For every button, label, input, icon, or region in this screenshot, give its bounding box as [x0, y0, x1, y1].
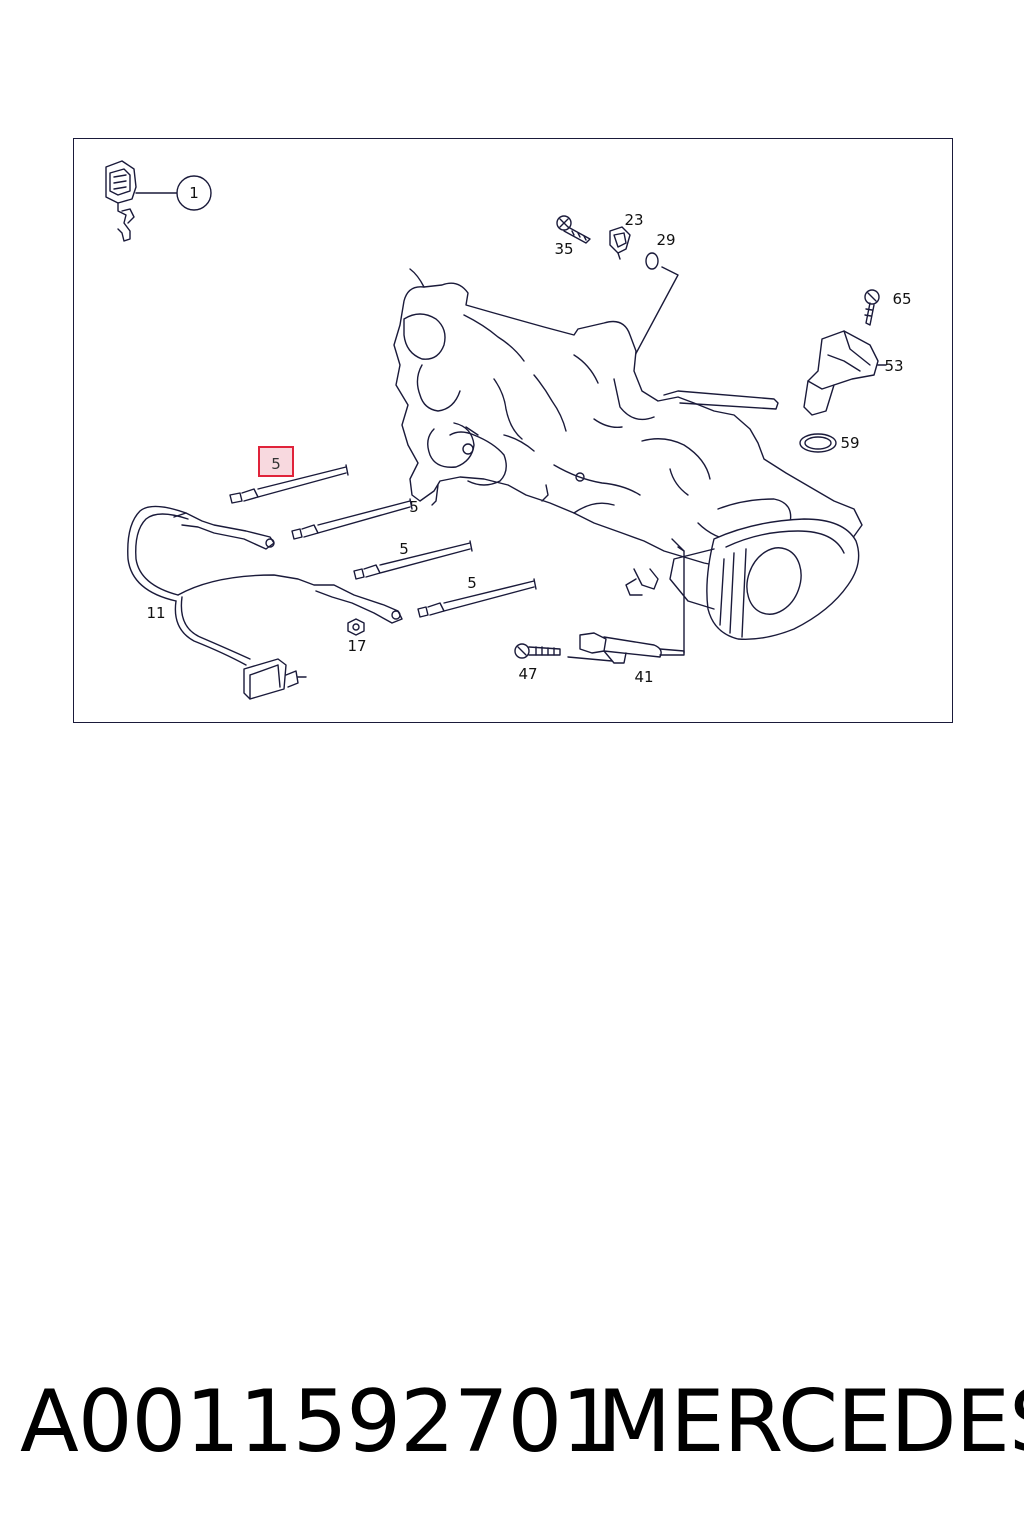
- transmission-bell-drawing: [669, 518, 860, 640]
- callout-17: 17: [347, 637, 366, 655]
- callout-29: 29: [656, 231, 675, 249]
- glow-plug-5a-icon: [229, 464, 349, 504]
- glow-plug-5d-icon: [417, 578, 537, 618]
- glow-plug-5b-icon: [291, 498, 413, 540]
- callout-35: 35: [554, 240, 573, 258]
- bolt-65-icon: [864, 289, 880, 326]
- o-ring-59-icon: [799, 433, 837, 453]
- callout-5d: 5: [467, 574, 477, 592]
- callout-5b: 5: [409, 498, 419, 516]
- engine-parts-drawing: 1 35 23 29: [105, 160, 912, 700]
- callout-65: 65: [892, 290, 911, 308]
- sensor-bracket-53-icon: [803, 330, 887, 416]
- highlighted-callout-5[interactable]: 5: [258, 446, 294, 477]
- callout-circle-1: [176, 175, 212, 211]
- engine-block-drawing: [393, 268, 863, 596]
- nut-17-icon: [347, 618, 365, 636]
- sensor-23-icon: [609, 226, 631, 260]
- leader-47: [567, 656, 613, 662]
- callout-11: 11: [146, 604, 165, 622]
- wiring-harness-11-icon: [127, 505, 403, 700]
- callout-53: 53: [884, 357, 903, 375]
- brand-name: MERCEDES: [597, 1372, 1024, 1472]
- callout-59: 59: [840, 434, 859, 452]
- bolt-35-icon: [556, 215, 591, 244]
- callout-1: 1: [189, 184, 199, 202]
- parts-diagram: 1 35 23 29: [73, 138, 953, 723]
- callout-41: 41: [634, 668, 653, 686]
- callout-5a: 5: [271, 455, 281, 473]
- callout-23: 23: [624, 211, 643, 229]
- footer: A0011592701 MERCEDES: [0, 1372, 1024, 1472]
- callout-47: 47: [518, 665, 537, 683]
- bolt-47-icon: [514, 643, 561, 659]
- part-number: A0011592701: [20, 1372, 616, 1472]
- glow-plug-5c-icon: [353, 540, 473, 580]
- connector-plug-icon: [105, 160, 179, 242]
- sensor-41-icon: [579, 546, 685, 664]
- callout-5c: 5: [399, 540, 409, 558]
- o-ring-29-icon: [645, 252, 659, 270]
